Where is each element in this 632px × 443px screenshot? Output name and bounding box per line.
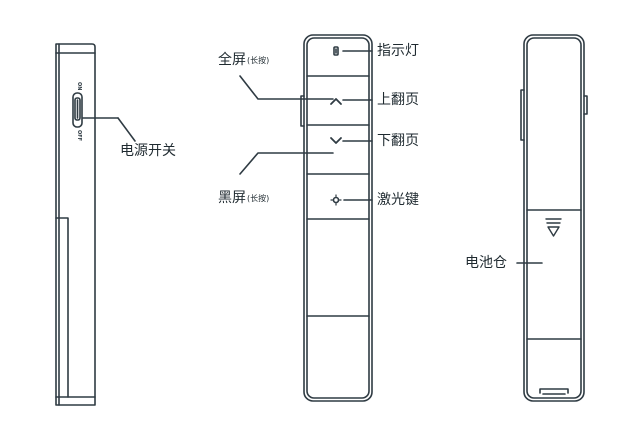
label-laser-key: 激光键 — [377, 192, 419, 208]
lanyard-slot — [539, 388, 569, 394]
label-fullscreen: 全屏(长按) — [218, 52, 269, 69]
side-view — [55, 43, 136, 406]
side-cap-outline — [55, 217, 69, 398]
label-blackscreen-note: (长按) — [247, 194, 270, 203]
label-blackscreen-text: 黑屏 — [218, 190, 246, 206]
front-view — [239, 34, 373, 402]
back-side-bump-right — [583, 95, 588, 115]
indicator-light-icon — [333, 46, 339, 56]
power-switch — [72, 92, 83, 128]
switch-off-mark: OFF — [76, 130, 82, 142]
blackscreen-leader — [239, 152, 334, 175]
side-body-outline — [55, 43, 96, 406]
front-body-inner — [306, 37, 370, 399]
back-view — [516, 34, 588, 402]
label-indicator: 指示灯 — [377, 43, 419, 59]
back-body-inner — [526, 37, 582, 399]
chevron-down-icon — [330, 137, 342, 144]
back-side-bump-left — [520, 89, 525, 141]
chevron-up-icon — [330, 98, 342, 105]
front-body-outline — [303, 34, 373, 402]
power-switch-slider — [74, 97, 81, 121]
label-power-switch: 电源开关 — [120, 143, 176, 159]
switch-on-mark: ON — [76, 82, 82, 91]
front-side-bump — [300, 95, 305, 127]
fullscreen-leader — [239, 75, 334, 100]
label-battery: 电池仓 — [465, 255, 507, 271]
label-page-up: 上翻页 — [377, 92, 419, 108]
laser-gear-teeth — [330, 194, 342, 206]
triangle-down-icon — [547, 226, 560, 237]
label-fullscreen-text: 全屏 — [218, 52, 246, 68]
label-fullscreen-note: (长按) — [247, 56, 270, 65]
power-switch-leader-2 — [117, 117, 136, 142]
laser-gear-icon — [332, 196, 340, 204]
label-page-down: 下翻页 — [377, 133, 419, 149]
back-body-outline — [523, 34, 585, 402]
label-blackscreen: 黑屏(长按) — [218, 190, 269, 207]
